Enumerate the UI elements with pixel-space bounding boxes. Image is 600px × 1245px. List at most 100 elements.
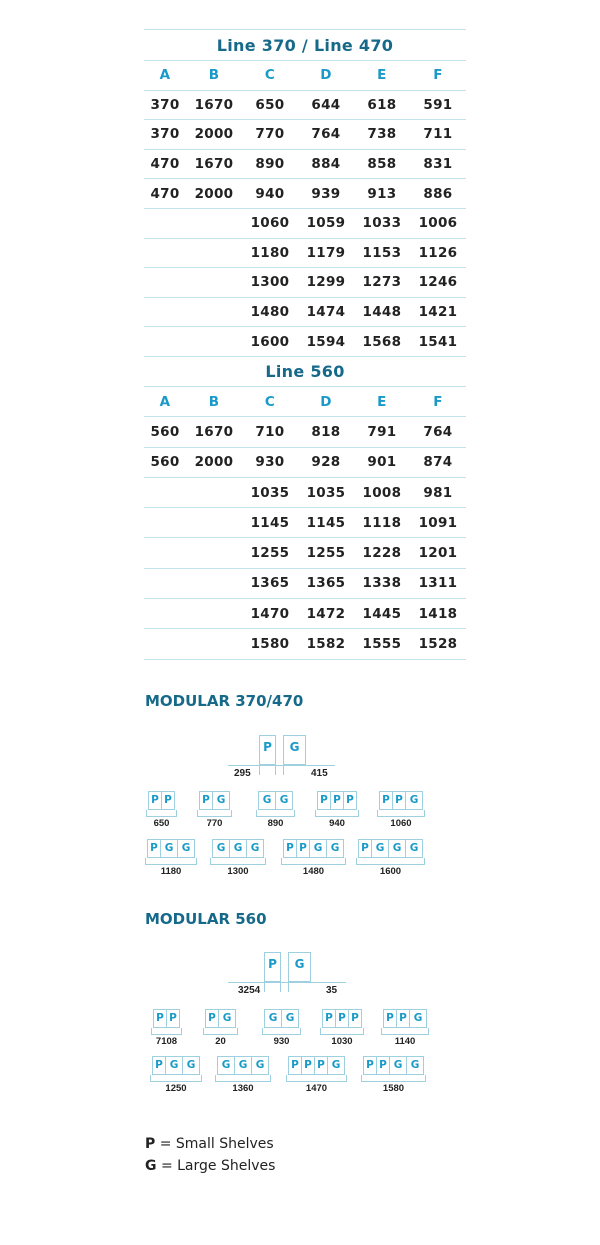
column-header: A: [144, 386, 186, 418]
column-header: A: [144, 60, 186, 91]
table-cell: 1582: [297, 628, 354, 660]
column-header: B: [186, 386, 242, 418]
small-shelf-cell: P: [336, 1009, 349, 1028]
module-width-label: 1060: [390, 818, 412, 829]
top-width-g: 415: [311, 768, 328, 779]
large-shelf-cell: G: [213, 791, 230, 810]
table-cell: 1035: [241, 477, 298, 509]
table-cell: 1059: [297, 208, 354, 239]
modular-370-470-heading: MODULAR 370/470: [145, 692, 304, 710]
table-cell: 1594: [297, 326, 354, 357]
dimension-bracket: [286, 1075, 347, 1082]
large-shelf-cell: G: [247, 839, 264, 858]
table-cell: [186, 537, 242, 569]
column-header: E: [353, 386, 410, 418]
table-cell: 644: [297, 90, 354, 121]
small-shelf-cell: P: [344, 791, 357, 810]
small-shelf-cell: P: [206, 1009, 219, 1028]
table-cell: 1201: [409, 537, 466, 569]
column-header: F: [409, 386, 466, 418]
tick: [264, 981, 265, 992]
table-cell: 1008: [353, 477, 410, 509]
table-cell: [186, 628, 242, 660]
large-shelf-cell: G: [406, 839, 423, 858]
dimension-line: [228, 982, 346, 983]
dimension-bracket: [215, 1075, 271, 1082]
table-cell: 1365: [297, 568, 354, 600]
legend-large-shelves: G = Large Shelves: [145, 1158, 276, 1174]
large-shelf-cell: G: [276, 791, 293, 810]
small-shelf-cell: P: [349, 1009, 362, 1028]
table-cell: 1365: [241, 568, 298, 600]
module-width-label: 1470: [305, 1083, 328, 1094]
table-cell: 2000: [186, 119, 242, 150]
table-cell: 1470: [241, 598, 298, 630]
table-cell: [186, 297, 242, 328]
tick: [283, 764, 284, 775]
large-shelf-cell: G: [410, 1009, 427, 1028]
table-cell: 1246: [409, 267, 466, 298]
table-cell: 981: [409, 477, 466, 509]
large-shelf-cell: G: [372, 839, 389, 858]
table-cell: 886: [409, 178, 466, 209]
large-shelf-cell: G: [406, 791, 423, 810]
table-cell: 764: [297, 119, 354, 150]
top-cell-g: G: [288, 952, 311, 982]
table-cell: 650: [241, 90, 298, 121]
small-shelf-cell: P: [397, 1009, 410, 1028]
large-shelf-cell: G: [218, 1056, 235, 1075]
column-header: C: [241, 60, 298, 91]
module-width-label: 1360: [232, 1083, 254, 1094]
small-shelf-cell: P: [359, 839, 372, 858]
dimension-bracket: [361, 1075, 426, 1082]
table-cell: 1299: [297, 267, 354, 298]
table-cell: [144, 628, 186, 660]
dimension-bracket: [197, 810, 232, 817]
table-cell: [144, 477, 186, 509]
small-shelf-cell: P: [323, 1009, 336, 1028]
table-cell: [186, 238, 242, 269]
large-shelf-cell: G: [407, 1056, 424, 1075]
dimension-bracket: [356, 858, 425, 865]
dimension-bracket: [256, 810, 295, 817]
large-shelf-cell: G: [259, 791, 276, 810]
table-cell: 1448: [353, 297, 410, 328]
table-cell: 1568: [353, 326, 410, 357]
large-shelf-cell: G: [389, 839, 406, 858]
small-shelf-cell: P: [331, 791, 344, 810]
table-cell: 1311: [409, 568, 466, 600]
table-cell: 1600: [241, 326, 298, 357]
table-cell: 2000: [186, 447, 242, 478]
large-shelf-cell: G: [328, 1056, 345, 1075]
table-cell: 913: [353, 178, 410, 209]
small-shelf-cell: P: [167, 1009, 180, 1028]
